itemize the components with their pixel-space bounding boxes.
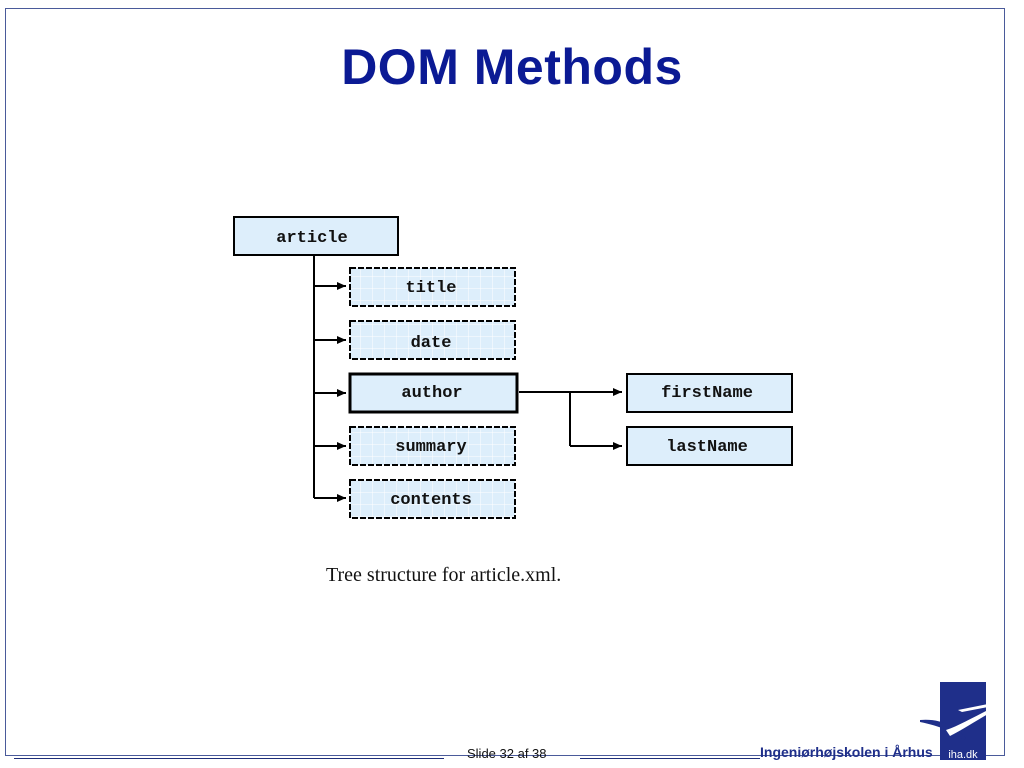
node-summary: summary	[349, 426, 516, 466]
node-date: date	[349, 320, 516, 360]
node-author-label: author	[401, 384, 462, 403]
footer-line-right	[580, 758, 760, 759]
iha-logo: iha.dk	[920, 682, 988, 761]
node-lastname-label: lastName	[666, 438, 748, 457]
tree-connectors	[313, 256, 622, 502]
node-firstname: firstName	[626, 373, 793, 413]
node-title: title	[349, 267, 516, 307]
slide-title: DOM Methods	[341, 39, 683, 95]
node-title-label: title	[405, 279, 456, 298]
node-summary-label: summary	[395, 438, 466, 457]
node-article-label: article	[276, 229, 347, 248]
node-article: article	[233, 216, 399, 256]
node-date-label: date	[411, 334, 452, 353]
institution-name: Ingeniørhøjskolen i Århus	[760, 744, 933, 760]
logo-text: iha.dk	[948, 749, 978, 761]
slide-frame	[5, 8, 1005, 756]
node-author: author	[348, 372, 519, 414]
footer-line-left	[14, 758, 444, 759]
node-contents: contents	[349, 479, 516, 519]
node-firstname-label: firstName	[661, 384, 753, 403]
diagram-caption: Tree structure for article.xml.	[326, 564, 562, 586]
slide-number: Slide 32 af 38	[467, 746, 547, 761]
node-lastname: lastName	[626, 426, 793, 466]
node-contents-label: contents	[390, 491, 472, 510]
